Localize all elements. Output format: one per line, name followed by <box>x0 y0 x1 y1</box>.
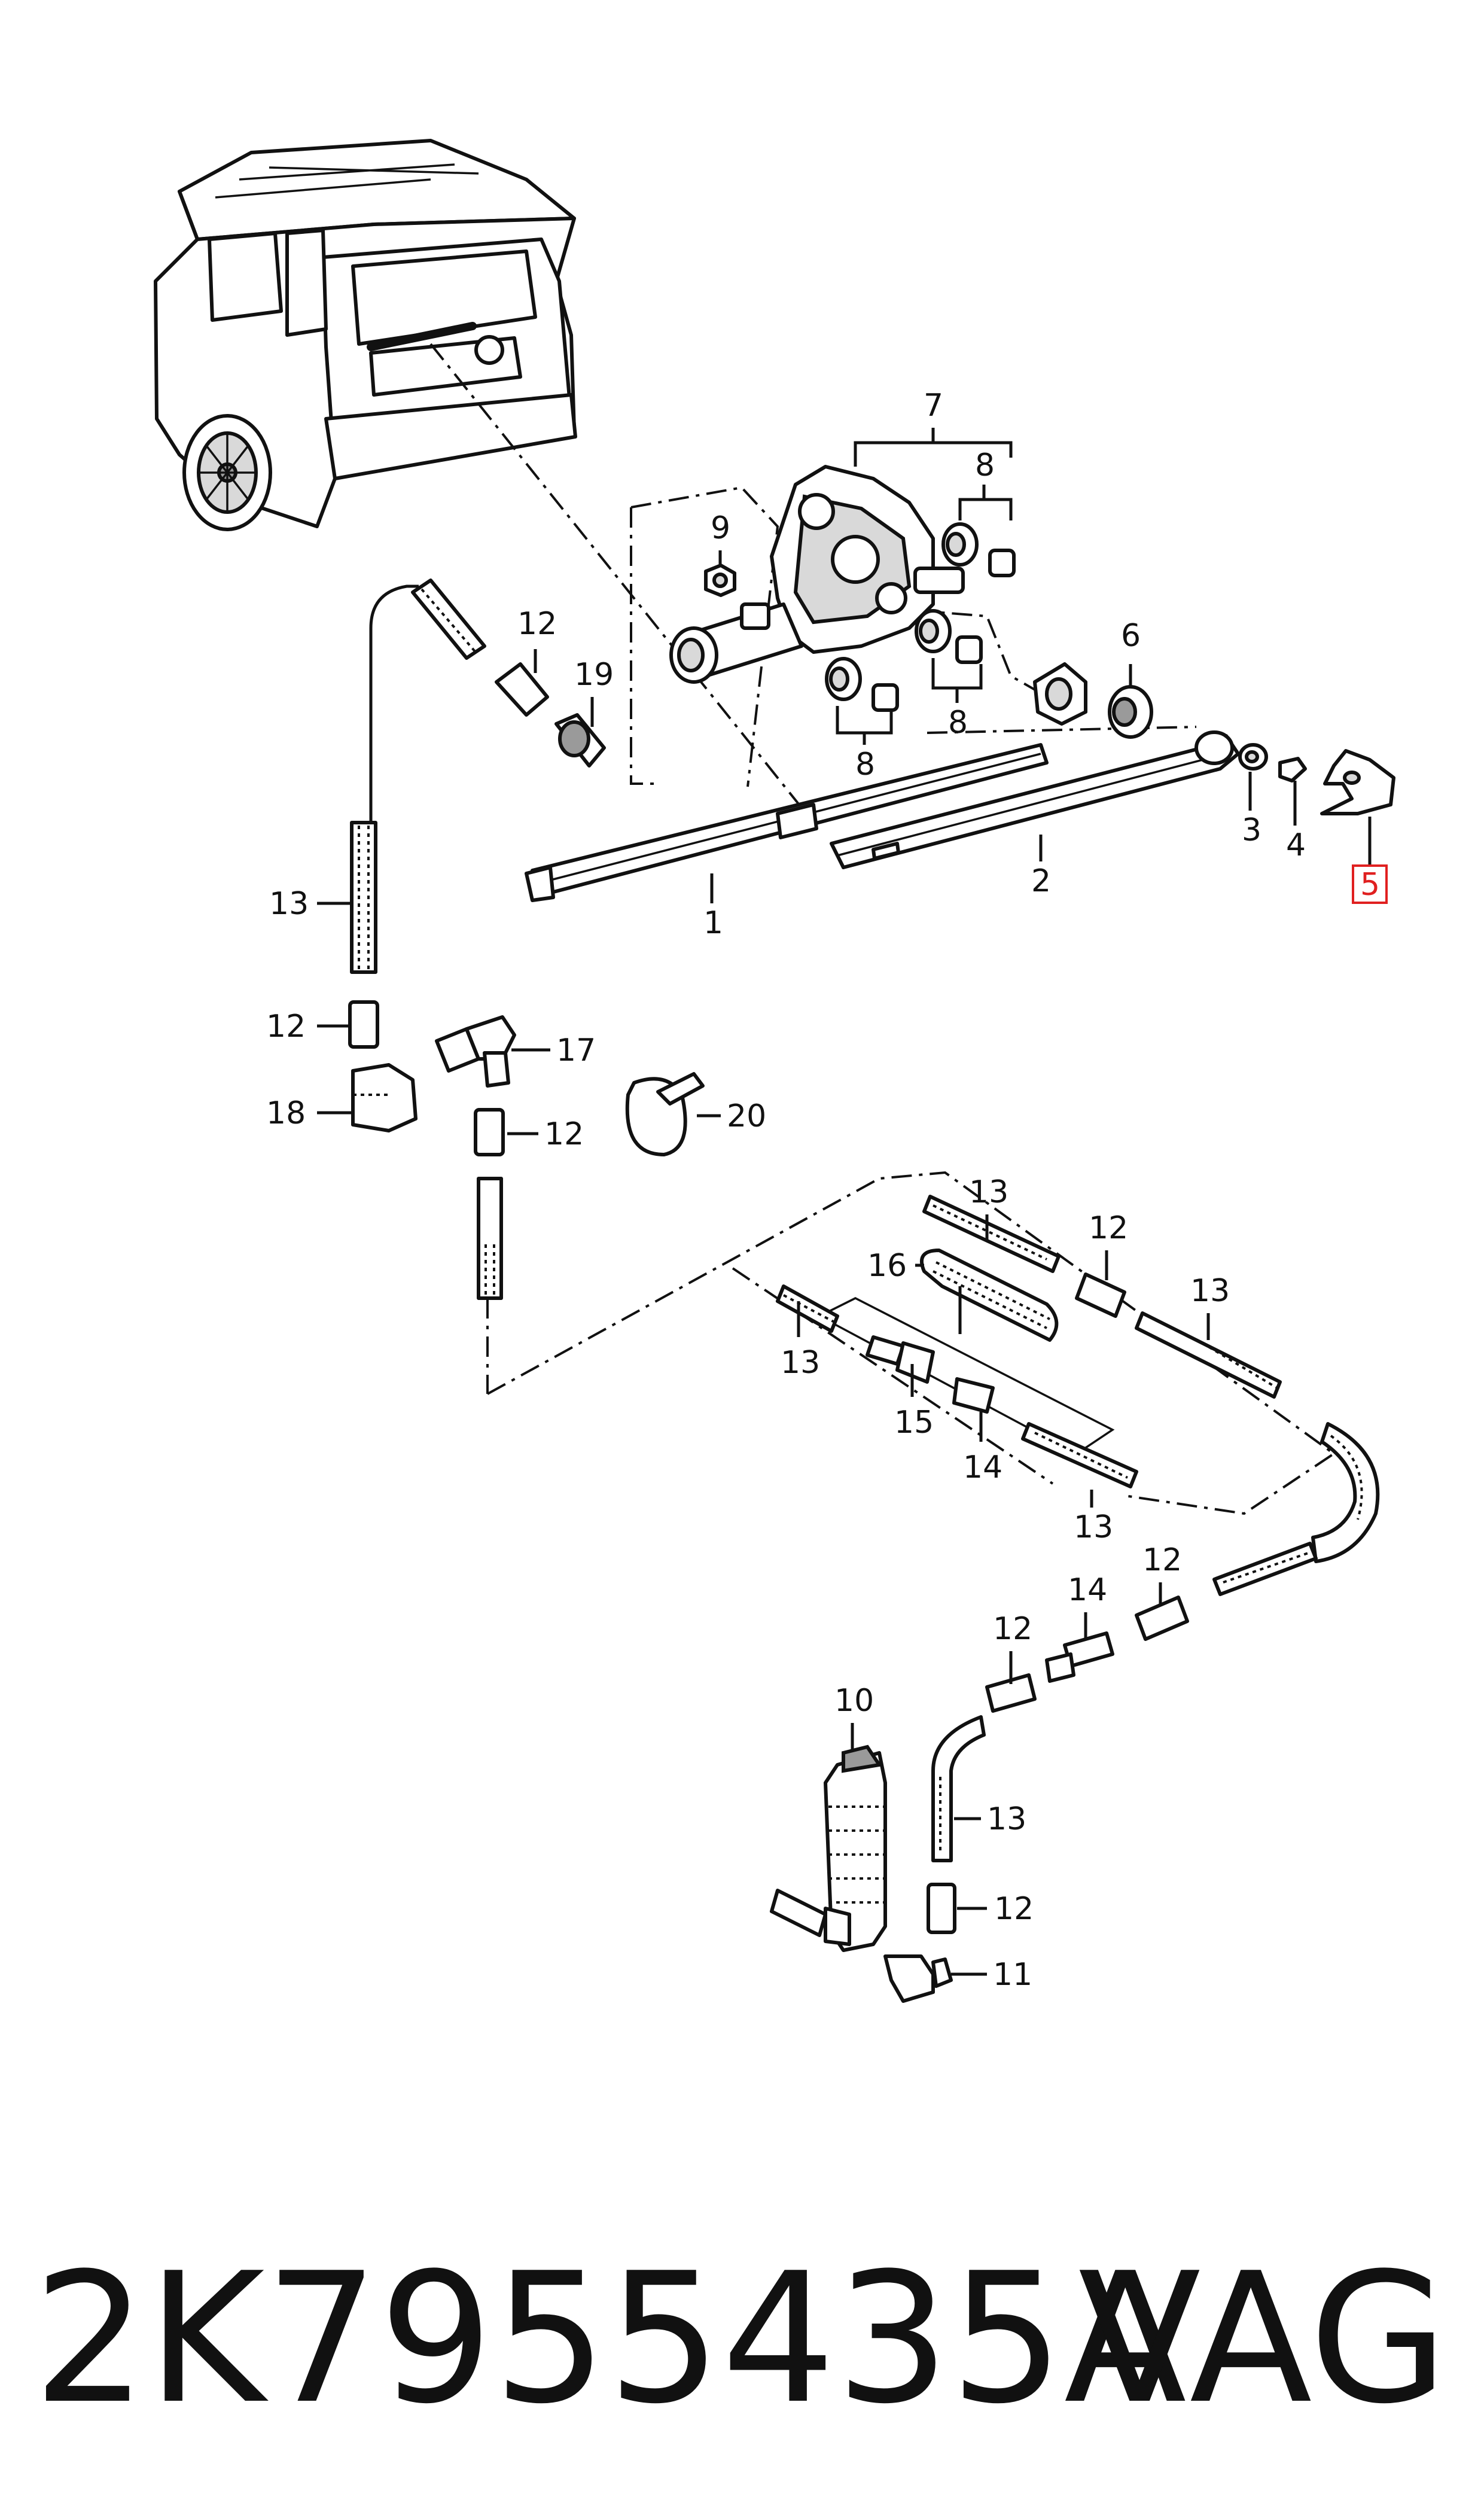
callout-1: 1 <box>703 905 723 941</box>
callout-10: 10 <box>834 1683 874 1719</box>
wiper-blade <box>525 743 1049 902</box>
vehicle-illustration <box>154 139 577 531</box>
callout-14-center: 14 <box>963 1450 1002 1485</box>
callout-8-top: 8 <box>975 447 995 483</box>
callout-13-lower: 13 <box>987 1801 1026 1837</box>
callout-12-left: 12 <box>266 1009 306 1045</box>
callout-12-lower-right: 12 <box>1142 1542 1182 1578</box>
callout-3: 3 <box>1242 812 1261 848</box>
callout-17: 17 <box>556 1033 596 1068</box>
brand-label: VAG <box>1078 2234 1448 2443</box>
callout-8-left: 8 <box>855 747 875 783</box>
grommet-6 <box>1033 662 1153 739</box>
callout-7: 7 <box>924 388 943 424</box>
lower-hose-section <box>927 1422 1380 1934</box>
footer: 2K7955435A VAG <box>0 2213 1484 2465</box>
part-number: 2K7955435A <box>33 2234 1187 2443</box>
callout-15: 15 <box>894 1405 934 1441</box>
callout-4: 4 <box>1286 827 1306 863</box>
callout-19: 19 <box>574 657 614 693</box>
callout-16: 16 <box>867 1248 907 1284</box>
callout-13-right: 13 <box>1190 1273 1230 1309</box>
wiper-motor <box>669 465 965 684</box>
grommets-and-nuts <box>704 522 1016 712</box>
callout-labels: 1 2 3 4 5 6 7 8 8 8 9 10 11 12 12 12 12 … <box>266 388 1388 1993</box>
callout-20: 20 <box>727 1098 766 1134</box>
leader-lines <box>317 428 1372 1976</box>
elbow-connectors <box>351 1015 516 1300</box>
callout-12-bottom: 12 <box>994 1891 1034 1927</box>
washer-pump <box>770 1744 953 2003</box>
callout-5: 5 <box>1360 867 1380 903</box>
callout-13-left: 13 <box>269 886 309 922</box>
callout-14-lower: 14 <box>1068 1572 1107 1608</box>
callout-13-center-bottom: 13 <box>1074 1509 1113 1545</box>
upper-hose-assembly <box>348 578 606 1049</box>
callout-13-top: 13 <box>969 1174 1008 1210</box>
callout-11: 11 <box>993 1957 1032 1993</box>
callout-5-highlight-box <box>1352 864 1388 904</box>
cable-clip <box>625 1072 705 1156</box>
callout-2: 2 <box>1031 863 1051 899</box>
callout-8-right: 8 <box>948 705 968 741</box>
callout-18: 18 <box>266 1095 306 1131</box>
wiper-arm <box>830 730 1240 869</box>
callout-9: 9 <box>711 510 730 546</box>
small-fasteners <box>1238 743 1395 815</box>
callout-6: 6 <box>1121 618 1141 654</box>
callout-12-center: 12 <box>1089 1210 1128 1246</box>
callout-12-top: 12 <box>517 606 557 642</box>
callout-12-mid: 12 <box>544 1116 584 1152</box>
callout-12-lower: 12 <box>993 1611 1032 1647</box>
callout-13-center-left: 13 <box>781 1345 820 1381</box>
center-hose-section <box>776 1195 1282 1488</box>
guide-lines <box>429 343 1336 1515</box>
